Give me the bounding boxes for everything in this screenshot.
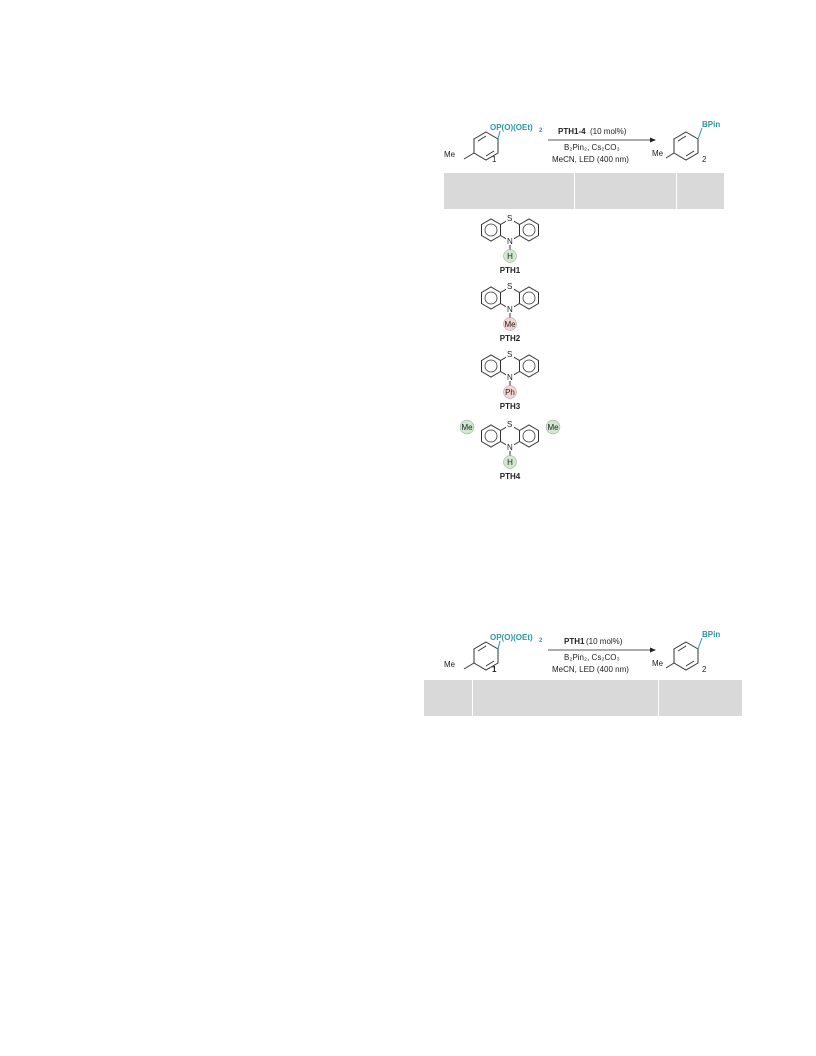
arrow-head (650, 137, 656, 143)
right-ring-aromatic (522, 429, 536, 443)
catalyst-name: PTH4 (500, 472, 521, 481)
sulfur-bg (506, 350, 514, 358)
nitrogen-label: N (507, 237, 513, 246)
nitrogen-label: N (507, 305, 513, 314)
left-ring-aromatic (484, 223, 498, 237)
nitrogen-label: N (507, 443, 513, 452)
product-2-me: Me (652, 149, 664, 158)
substrate-1-me: Me (444, 150, 456, 159)
right-ring-aromatic (522, 223, 536, 237)
right-ring (519, 424, 539, 448)
product-2-structure: BPin Me 2 (652, 120, 720, 164)
right-ring-aromatic (522, 359, 536, 373)
substrate-1-number-2: 1 (492, 665, 497, 674)
n-substituent-label: Me (504, 320, 516, 329)
conditions-line-2: MeCN, LED (400 nm) (552, 665, 629, 674)
conditions-line: MeCN, LED (400 nm) (552, 155, 629, 164)
table-2-header (424, 680, 742, 716)
product-2-group-2: BPin (702, 630, 720, 639)
nitrogen-bg (506, 373, 514, 381)
right-ring (519, 354, 539, 378)
catalyst-name: PTH3 (500, 402, 521, 411)
left-ring (481, 286, 501, 310)
substrate-1-group-2: OP(O)(OEt) (490, 633, 533, 642)
methyl-label: Me (461, 423, 473, 432)
catalyst-name: PTH1 (500, 266, 521, 275)
sulfur-bg (506, 282, 514, 290)
reaction-scheme-2: OP(O)(OEt) 2 Me 1 PTH1 (10 mol%) B₂Pin₂,… (438, 628, 738, 680)
n-substituent-highlight (503, 317, 517, 331)
right-ring (519, 218, 539, 242)
n-substituent-label: Ph (505, 388, 515, 397)
catalyst-loading-2: (10 mol%) (586, 637, 623, 646)
product-2-structure-2: BPin Me 2 (652, 630, 720, 674)
sulfur-label: S (507, 214, 512, 223)
arrow-head-2 (650, 647, 656, 653)
reagent-line: B₂Pin₂, Cs₂CO₃ (564, 143, 620, 152)
table-1-header (444, 173, 724, 209)
nitrogen-label: N (507, 373, 513, 382)
sulfur-label: S (507, 420, 512, 429)
product-2-group: BPin (702, 120, 720, 129)
methyl-highlight (459, 419, 475, 435)
nitrogen-bg (506, 443, 514, 451)
product-2-number-2: 2 (702, 665, 707, 674)
reaction-scheme-1: OP(O)(OEt) 2 Me 1 PTH1-4 (10 mol%) B₂Pin… (438, 118, 738, 170)
left-ring-aromatic (484, 291, 498, 305)
table-2-header-col-2 (472, 680, 659, 716)
substrate-1-number: 1 (492, 155, 497, 164)
n-substituent-highlight (503, 249, 517, 263)
left-ring (481, 424, 501, 448)
n-substituent-highlight (503, 385, 517, 399)
n-substituent-label: H (507, 458, 513, 467)
nitrogen-bg (506, 305, 514, 313)
substrate-1-me-2: Me (444, 660, 456, 669)
left-ring (481, 354, 501, 378)
table-2-header-col-3 (658, 680, 742, 716)
substrate-1-group: OP(O)(OEt) (490, 123, 533, 132)
table-1-header-col-3 (676, 173, 724, 209)
left-ring (481, 218, 501, 242)
left-ring-aromatic (484, 429, 498, 443)
right-ring (519, 286, 539, 310)
catalyst-label: PTH1-4 (558, 127, 586, 136)
catalyst-name: PTH2 (500, 334, 521, 343)
substrate-1-group-subscript-2: 2 (539, 638, 543, 644)
catalyst-label-2: PTH1 (564, 637, 585, 646)
sulfur-bg (506, 420, 514, 428)
substrate-1-structure: OP(O)(OEt) 2 Me 1 (444, 123, 543, 164)
nitrogen-bg (506, 237, 514, 245)
product-2-me-2: Me (652, 659, 664, 668)
sulfur-bg (506, 214, 514, 222)
substrate-1-group-subscript: 2 (539, 128, 543, 134)
scheme-1-drawing: OP(O)(OEt) 2 Me 1 PTH1-4 (10 mol%) B₂Pin… (444, 120, 720, 164)
left-ring-aromatic (484, 359, 498, 373)
table-1-header-col-1 (444, 173, 575, 209)
n-substituent-highlight (503, 455, 517, 469)
methyl-label: Me (547, 423, 559, 432)
scheme-2-drawing: OP(O)(OEt) 2 Me 1 PTH1 (10 mol%) B₂Pin₂,… (444, 630, 720, 674)
sulfur-label: S (507, 350, 512, 359)
table-2-header-col-1 (424, 680, 473, 716)
catalyst-loading: (10 mol%) (590, 127, 627, 136)
right-ring-aromatic (522, 291, 536, 305)
sulfur-label: S (507, 282, 512, 291)
methyl-highlight (545, 419, 561, 435)
reagent-line-2: B₂Pin₂, Cs₂CO₃ (564, 653, 620, 662)
substrate-1-structure-2: OP(O)(OEt) 2 Me 1 (444, 633, 543, 674)
catalyst-pth1-structure: S NH PTH1 (481, 214, 539, 275)
product-2-number: 2 (702, 155, 707, 164)
n-substituent-label: H (507, 252, 513, 261)
table-1-header-col-2 (574, 173, 677, 209)
